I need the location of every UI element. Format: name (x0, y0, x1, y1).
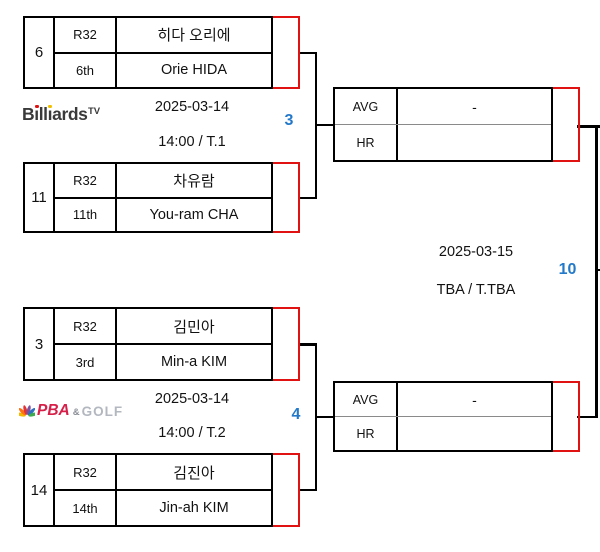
avg-value: - (472, 98, 477, 115)
round-cell: R32 (55, 164, 117, 197)
avg-label: AVG (335, 383, 398, 416)
avg-value: - (472, 391, 477, 408)
rank-cell: 11th (55, 198, 117, 231)
table-number: 4 (291, 406, 301, 423)
stats-card: AVG - HR (333, 87, 553, 162)
player-name-en: Orie HIDA (160, 62, 228, 79)
stats-card: AVG - HR (333, 381, 553, 452)
winner-bracket (270, 453, 300, 527)
match-date: 2025-03-15 (438, 244, 514, 260)
match-time: TBA / T.TBA (436, 282, 516, 298)
match-card: 11 R32 차유람 11th You-ram CHA (23, 162, 273, 233)
pba-peacock-icon (19, 405, 35, 417)
match-time: 14:00 / T.2 (158, 425, 226, 441)
player-name-kr: 히다 오리에 (157, 27, 231, 45)
avg-label: AVG (335, 89, 398, 124)
connector-line (595, 125, 598, 418)
round-cell: R32 (55, 309, 117, 343)
player-name-kr: 김진아 (173, 464, 215, 482)
connector-line (298, 196, 316, 199)
match-time: 14:00 / T.1 (158, 134, 226, 150)
table-number: 3 (284, 112, 294, 129)
table-number: 10 (558, 261, 577, 278)
match-card: 3 R32 김민아 3rd Min-a KIM (23, 307, 273, 381)
winner-bracket (550, 87, 580, 162)
match-card: 6 R32 히다 오리에 6th Orie HIDA (23, 16, 273, 89)
rank-cell: 14th (55, 491, 117, 525)
match-card: 14 R32 김진아 14th Jin-ah KIM (23, 453, 273, 527)
connector-line (298, 51, 316, 54)
match-date: 2025-03-14 (154, 391, 230, 407)
round-cell: R32 (55, 18, 117, 52)
connector-line (298, 488, 316, 491)
yellow-dot-icon (48, 104, 53, 109)
player-name-en: Min-a KIM (160, 354, 228, 370)
winner-bracket (270, 307, 300, 381)
connector-line (577, 415, 598, 418)
player-name-en: You-ram CHA (149, 206, 239, 223)
connector-line (595, 268, 600, 272)
connector-line (314, 415, 335, 418)
broadcaster-logo-pba-golf: PBA & GOLF (19, 402, 123, 420)
rank-cell: 6th (55, 53, 117, 87)
winner-bracket (270, 16, 300, 89)
match-date: 2025-03-14 (154, 99, 230, 115)
connector-line (577, 125, 600, 128)
seed-cell: 11 (25, 164, 55, 231)
player-name-kr: 차유람 (173, 172, 215, 190)
hr-value (398, 417, 551, 450)
rank-cell: 3rd (55, 345, 117, 379)
winner-bracket (550, 381, 580, 452)
connector-line (314, 123, 335, 126)
round-cell: R32 (55, 455, 117, 489)
hr-value (398, 125, 551, 160)
seed-cell: 14 (25, 455, 55, 525)
winner-bracket (270, 162, 300, 233)
player-name-en: Jin-ah KIM (159, 500, 229, 516)
hr-label: HR (335, 125, 398, 160)
hr-label: HR (335, 417, 398, 450)
player-name-kr: 김민아 (173, 318, 215, 336)
connector-line (298, 343, 316, 346)
seed-cell: 6 (25, 18, 55, 87)
red-dot-icon (35, 104, 39, 109)
seed-cell: 3 (25, 309, 55, 379)
